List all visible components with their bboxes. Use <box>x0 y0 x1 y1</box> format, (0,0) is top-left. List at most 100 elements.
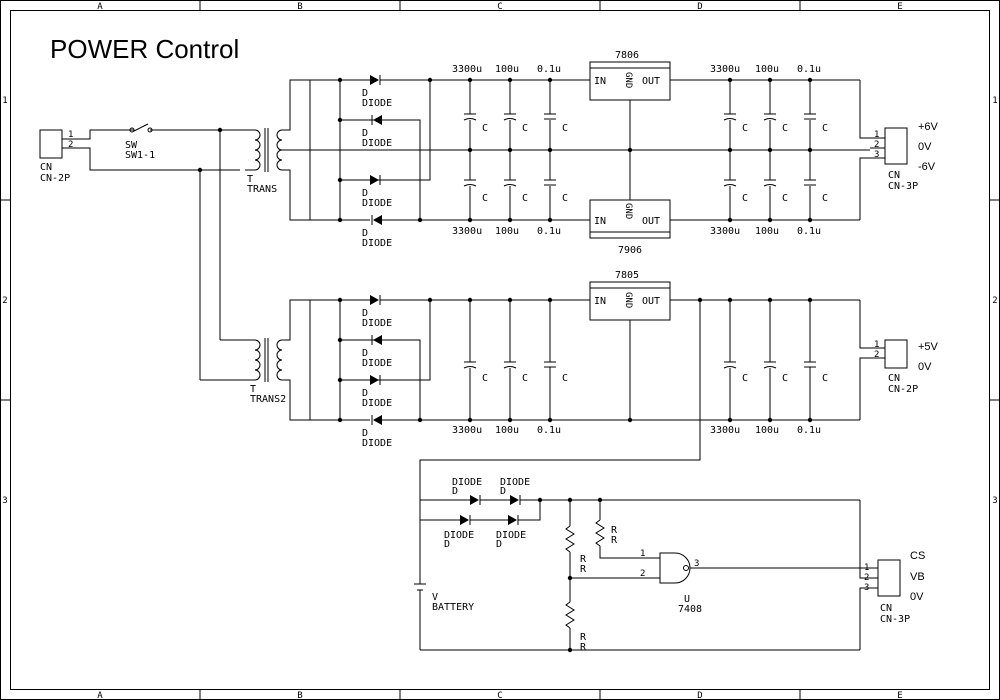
diode-s3-2 <box>510 495 521 505</box>
trans-2-ref: T <box>250 384 256 395</box>
input-pin-2: 2 <box>68 140 73 150</box>
cap-value-3300u: 3300u <box>710 226 740 237</box>
switch-contact-b <box>147 127 153 133</box>
col-b-bottom: B <box>297 691 302 700</box>
resistor-ref: R <box>611 535 618 546</box>
reg-7805-name: 7805 <box>615 270 639 281</box>
row-2-right: 2 <box>992 296 997 306</box>
reg-7906-name: 7906 <box>618 245 642 256</box>
out3-pin-1: 1 <box>864 563 869 573</box>
diode-ref: D <box>362 228 368 239</box>
cap-label: C <box>742 373 748 384</box>
reg-7805-out: OUT <box>642 296 660 307</box>
diode-b2-2 <box>371 335 382 345</box>
output-connector-3p-1 <box>884 127 908 165</box>
col-a-bottom: A <box>97 691 103 700</box>
out1-pin-2: 2 <box>874 140 879 150</box>
bridge-2-wiring <box>309 299 860 421</box>
diode-label: DIODE <box>362 438 392 449</box>
cap-value-0.1u: 0.1u <box>797 425 821 436</box>
battery <box>414 583 426 591</box>
reg-7806-name: 7806 <box>615 50 639 61</box>
section-3-wiring <box>419 499 875 651</box>
input-pin-1: 1 <box>68 130 73 140</box>
gate-part: 7408 <box>678 604 702 615</box>
diode-ref: D <box>362 388 368 399</box>
out2-cn-label: CN <box>888 373 900 384</box>
diode-b1-4 <box>371 215 382 225</box>
col-b-top: B <box>297 2 302 12</box>
input-cn-type: CN-2P <box>40 173 70 184</box>
cap-label: C <box>482 123 488 134</box>
reg-7806-out: OUT <box>642 76 660 87</box>
resistor-r2 <box>595 519 605 547</box>
diode-b1-1 <box>370 75 381 85</box>
caps-s2 <box>463 300 816 420</box>
diode-s3-4 <box>508 515 519 525</box>
trans-1-ref: T <box>247 174 253 185</box>
cap-label: C <box>562 123 568 134</box>
reg-7805-gnd: GND <box>623 292 633 308</box>
diode-ref: D <box>362 428 368 439</box>
row-1-left: 1 <box>2 96 7 106</box>
battery-label: BATTERY <box>432 602 474 613</box>
s2-junctions <box>467 297 813 423</box>
diode-b2-4 <box>371 415 382 425</box>
section-2-rails <box>419 299 875 521</box>
switch-label: SW <box>125 140 138 151</box>
out-0v-3: 0V <box>910 591 924 603</box>
s3-junctions <box>537 497 603 653</box>
cap-label: C <box>482 373 488 384</box>
row-1-right: 1 <box>992 96 997 106</box>
cap-label: C <box>562 193 568 204</box>
diode-label: DIODE <box>362 318 392 329</box>
cap-value-3300u: 3300u <box>452 226 482 237</box>
out1-cn-label: CN <box>888 170 900 181</box>
diode-label: DIODE <box>500 477 530 488</box>
diode-label: DIODE <box>444 530 474 541</box>
col-c-bottom: C <box>497 691 502 700</box>
col-e-top: E <box>897 2 902 12</box>
diode-b1-2 <box>371 115 382 125</box>
diode-label: DIODE <box>362 198 392 209</box>
out-minus6v: -6V <box>918 161 936 173</box>
cap-value-0.1u: 0.1u <box>797 226 821 237</box>
regulator-7806: 7806 IN OUT GND <box>589 50 671 101</box>
col-a-top: A <box>97 2 103 12</box>
col-c-top: C <box>497 2 502 12</box>
out-0v-2: 0V <box>918 361 932 373</box>
diode-label: DIODE <box>362 358 392 369</box>
resistor-r3 <box>565 601 575 629</box>
out-plus6v: +6V <box>918 121 939 133</box>
cap-value-100u: 100u <box>495 226 519 237</box>
reg-7906-gnd: GND <box>623 203 633 219</box>
resistor-ref: R <box>580 642 587 653</box>
and-gate-7408 <box>659 552 691 584</box>
cap-label: C <box>522 123 528 134</box>
resistor-r1 <box>565 525 575 553</box>
cap-label: C <box>822 123 828 134</box>
transformer-2 <box>245 299 310 421</box>
out3-pin-2: 2 <box>864 573 869 583</box>
input-cn-label: CN <box>40 162 52 173</box>
transformer-1 <box>245 79 470 221</box>
out1-cn-type: CN-3P <box>888 181 918 192</box>
diode-ref: D <box>444 539 450 550</box>
out3-cn-type: CN-3P <box>880 614 910 625</box>
cap-label: C <box>782 193 788 204</box>
diode-ref: D <box>496 539 502 550</box>
diode-b1-3 <box>370 175 381 185</box>
gate-pin-2: 2 <box>640 569 645 579</box>
cap-value-0.1u: 0.1u <box>537 226 561 237</box>
gate-output-bubble <box>683 565 689 571</box>
out-vb: VB <box>910 571 925 583</box>
s1-junctions <box>467 77 813 223</box>
out3-pin-3: 3 <box>864 583 869 593</box>
out-cs: CS <box>910 550 925 562</box>
diode-label: DIODE <box>496 530 526 541</box>
out-plus5v: +5V <box>918 341 939 353</box>
regulator-7906: 7906 IN OUT GND <box>589 199 671 256</box>
reg-7805-in: IN <box>594 296 606 307</box>
cap-value-3300u: 3300u <box>452 64 482 75</box>
